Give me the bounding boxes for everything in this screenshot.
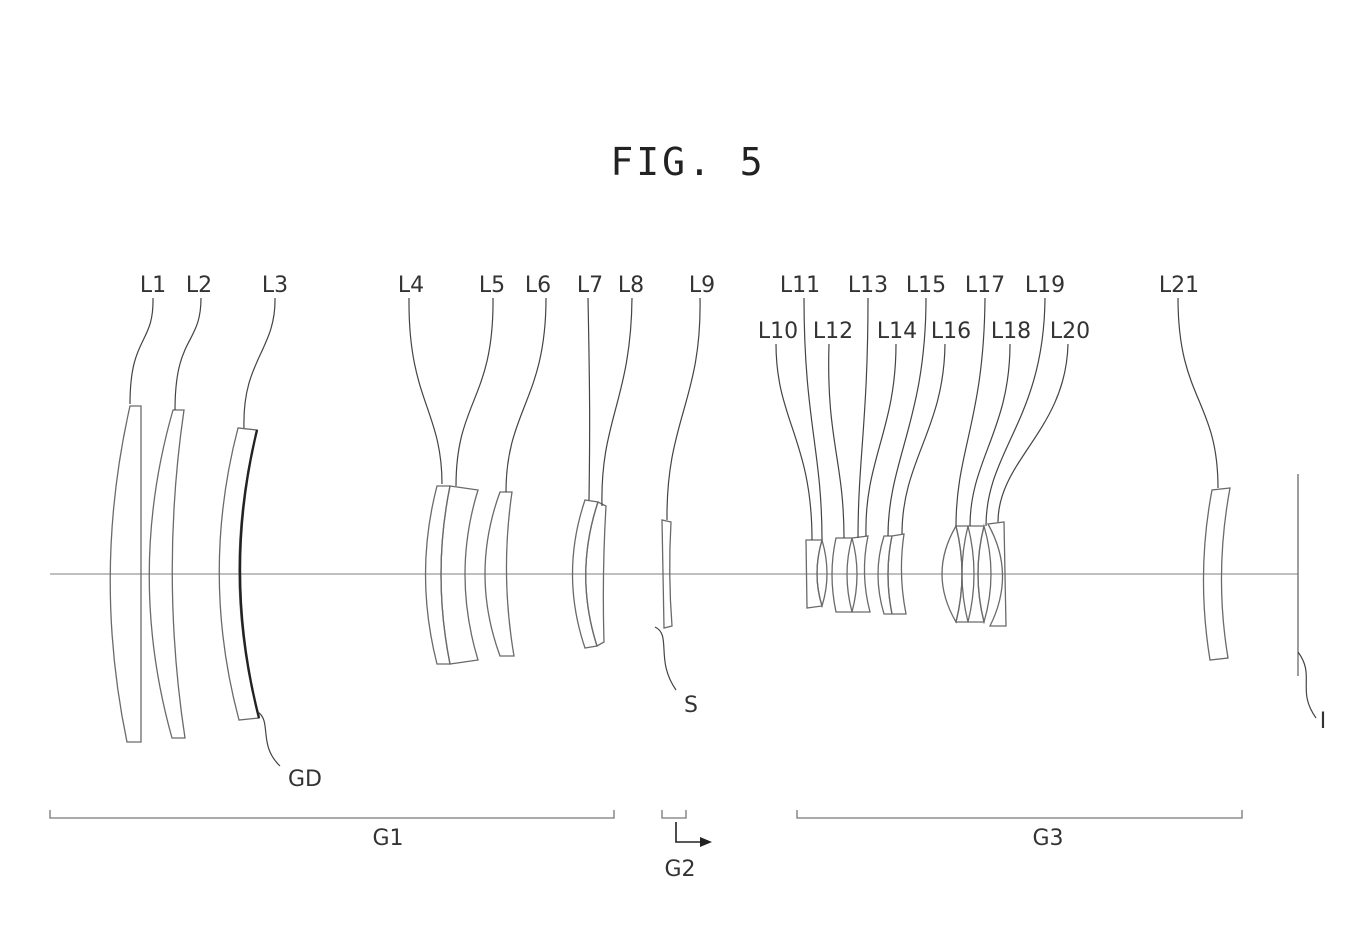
lens-l21: [1202, 487, 1231, 661]
lens-l4: [424, 485, 451, 665]
label-l14: L14: [877, 319, 917, 344]
lens-l20: [986, 521, 1007, 627]
lens-l1: [109, 405, 142, 743]
label-l2: L2: [186, 273, 212, 298]
label-l7: L7: [577, 273, 603, 298]
label-l21: L21: [1159, 273, 1199, 298]
lens-l2: [148, 409, 186, 739]
label-l6: L6: [525, 273, 551, 298]
label-l20: L20: [1050, 319, 1090, 344]
label-l17: L17: [965, 273, 1005, 298]
label-l11: L11: [780, 273, 820, 298]
label-l3: L3: [262, 273, 288, 298]
lens-l5: [440, 485, 479, 665]
figure-title: FIG. 5: [610, 140, 765, 184]
lens-l9: [661, 519, 673, 629]
leader-lines: [129, 297, 1317, 767]
label-l8: L8: [618, 273, 644, 298]
bracket-g2: [661, 810, 687, 819]
g2-arrowhead-icon: [700, 837, 712, 847]
label-g1: G1: [372, 826, 403, 851]
label-image-i: I: [1320, 709, 1327, 734]
label-l16: L16: [931, 319, 971, 344]
diffractive-surface-gd: [238, 429, 261, 719]
label-l19: L19: [1025, 273, 1065, 298]
label-l4: L4: [398, 273, 424, 298]
label-stop-s: S: [684, 693, 698, 718]
lens-l8: [585, 501, 607, 647]
label-l13: L13: [848, 273, 888, 298]
label-l1: L1: [140, 273, 166, 298]
label-g3: G3: [1032, 826, 1063, 851]
label-g2: G2: [664, 857, 695, 882]
label-l18: L18: [991, 319, 1031, 344]
label-l12: L12: [813, 319, 853, 344]
lens-l15: [887, 533, 907, 615]
label-l10: L10: [758, 319, 798, 344]
bracket-g3: [796, 810, 1243, 819]
lens-l12: [831, 537, 853, 613]
label-l9: L9: [689, 273, 715, 298]
bracket-g1: [49, 810, 615, 819]
label-gd: GD: [288, 767, 322, 792]
lens-l13: [851, 535, 871, 613]
label-l15: L15: [906, 273, 946, 298]
label-l5: L5: [479, 273, 505, 298]
g2-move-arrow: [675, 822, 702, 843]
lens-l6: [484, 491, 515, 657]
lens-l19: [977, 523, 992, 625]
lens-l11: [816, 537, 828, 609]
